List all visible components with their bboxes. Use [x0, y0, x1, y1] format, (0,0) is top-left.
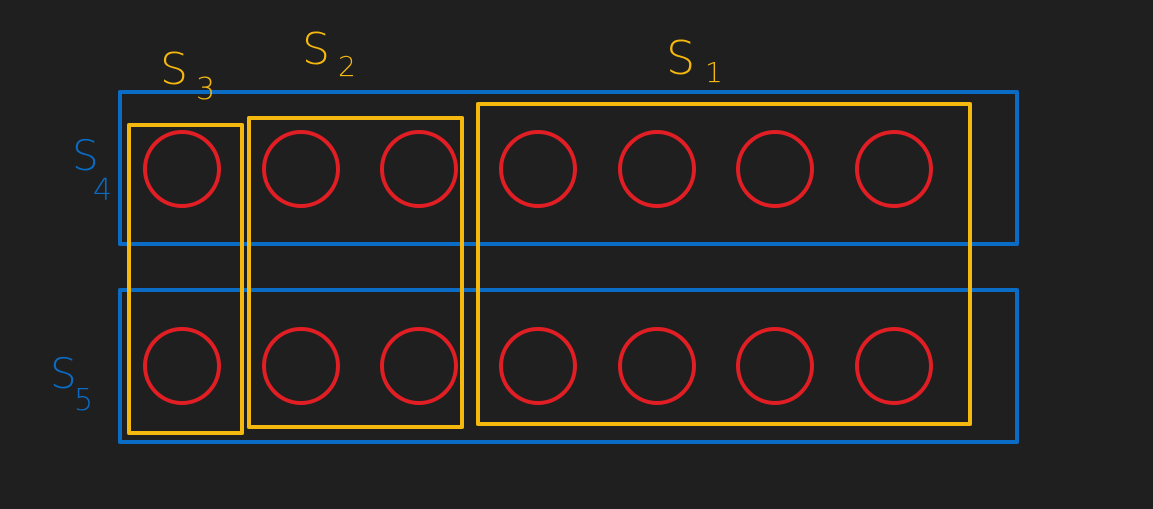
element-circle-r2-c5	[618, 327, 696, 405]
element-circle-r1-c4	[499, 130, 577, 208]
label-s2-index: 2	[338, 50, 356, 83]
label-s5-index: 5	[74, 383, 93, 418]
label-s4-index: 4	[93, 173, 112, 208]
element-circle-r2-c3	[380, 327, 458, 405]
label-s5-letter: S	[50, 349, 77, 398]
element-circle-r1-c6	[736, 130, 814, 208]
label-s2-letter: S	[302, 24, 330, 75]
label-s1-letter: S	[666, 31, 695, 85]
element-circle-r2-c1	[143, 327, 221, 405]
label-s5: S 5	[50, 349, 93, 418]
label-s4-letter: S	[72, 131, 99, 180]
set-s3-column-box	[127, 123, 244, 435]
label-s3-letter: S	[160, 44, 188, 95]
set-s1-column-box	[476, 102, 972, 426]
label-s4: S 4	[72, 131, 112, 208]
set-s5-row-box	[118, 288, 1019, 444]
element-circle-r1-c7	[855, 130, 933, 208]
element-circle-r1-c3	[380, 130, 458, 208]
label-s3-index: 3	[196, 72, 215, 107]
element-circles	[143, 130, 933, 405]
label-s1: S 1	[666, 31, 723, 89]
element-circle-r1-c1	[143, 130, 221, 208]
element-circle-r2-c7	[855, 327, 933, 405]
label-s2: S 2	[302, 24, 356, 83]
element-circle-r2-c2	[262, 327, 340, 405]
element-circle-r2-c4	[499, 327, 577, 405]
label-s3: S 3	[160, 44, 215, 107]
label-s1-index: 1	[705, 56, 723, 89]
set-s4-row-box	[118, 90, 1019, 246]
element-circle-r2-c6	[736, 327, 814, 405]
element-circle-r1-c2	[262, 130, 340, 208]
set-s2-column-box	[247, 116, 464, 429]
element-circle-r1-c5	[618, 130, 696, 208]
